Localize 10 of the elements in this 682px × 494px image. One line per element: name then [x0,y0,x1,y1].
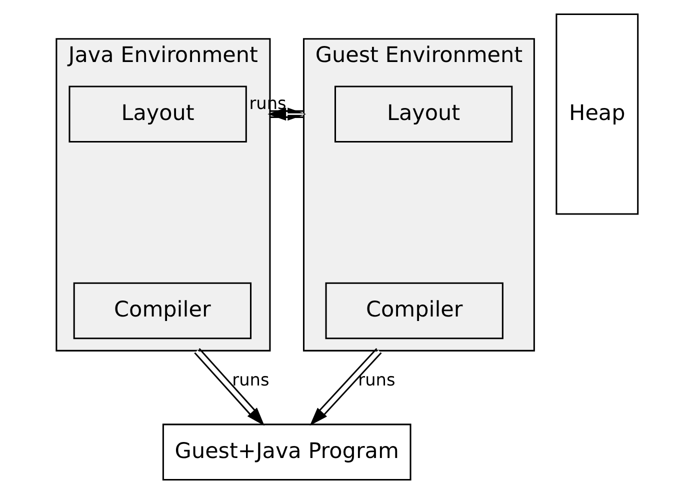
edge-label: runs [232,370,270,390]
node-box: Layout [68,86,247,143]
edge-label: runs [358,370,396,390]
node-box: Compiler [73,282,252,340]
node-box: Guest+Java Program [162,424,412,480]
arrow [310,348,382,426]
node-box: Layout [334,86,513,143]
arrow [194,348,264,426]
node-box: Heap [556,14,639,215]
node-box: Compiler [325,282,504,340]
